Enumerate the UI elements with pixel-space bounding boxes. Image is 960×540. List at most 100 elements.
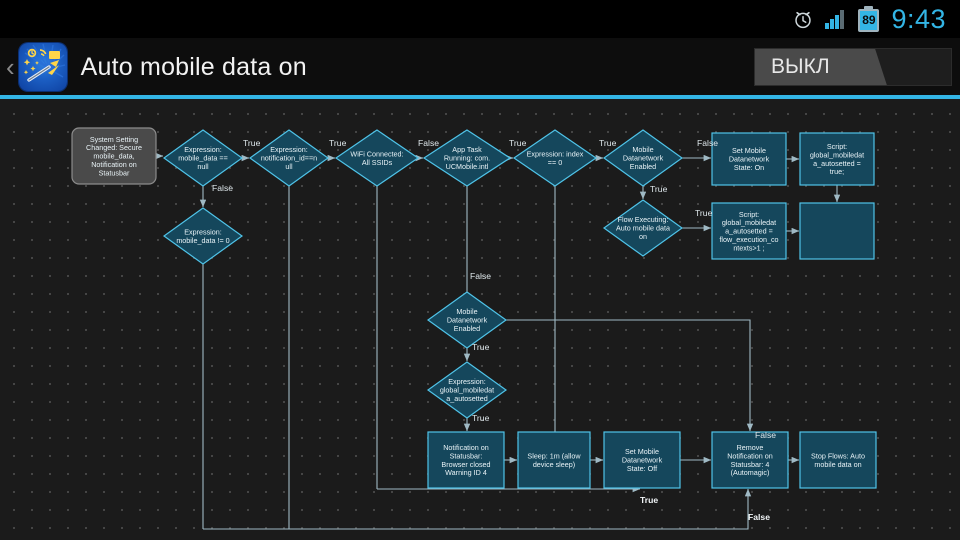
edge-label: False [748, 512, 770, 522]
node-shape[interactable] [711, 431, 789, 489]
node-label-line: global_mobiledat [810, 150, 864, 159]
node-shape[interactable] [799, 132, 875, 186]
node-label-line: Script: [739, 210, 759, 219]
node-shape[interactable] [162, 207, 244, 265]
node-label-line: Datanetwork [623, 154, 664, 163]
signal-bars-icon [824, 8, 848, 30]
node-shape[interactable] [602, 129, 684, 187]
node-label-line: mobile data on [814, 460, 861, 469]
node-label-line: mobile_data == [178, 154, 228, 163]
node-shape[interactable] [426, 361, 508, 419]
node-label-line: Browser closed [441, 460, 490, 469]
node-label-line: Expression: [448, 377, 486, 386]
node-shape[interactable] [334, 129, 420, 187]
flow-edge [506, 319, 754, 432]
node-label-line: Set Mobile [732, 146, 766, 155]
node-shape[interactable] [71, 127, 157, 185]
node-shape[interactable] [603, 431, 681, 489]
edge-label: False [470, 271, 491, 281]
node-shape[interactable] [427, 431, 505, 489]
node-label-line: flow_execution_co [719, 235, 778, 244]
node-label-line: a_autosetted = [725, 227, 773, 236]
node-label-line: Statusbar [99, 168, 130, 177]
accent-divider [0, 95, 960, 99]
node-label-line: Mobile [456, 307, 477, 316]
node-label-line: All SSIDs [362, 158, 393, 167]
node-label-line: a_autosetted [446, 394, 488, 403]
node-shape[interactable] [711, 132, 787, 186]
node-shape[interactable] [517, 431, 591, 489]
node-shape[interactable] [799, 202, 875, 260]
edge-label: True [472, 342, 490, 352]
flow-node-notif_id[interactable]: Expression:notification_id==null [248, 129, 330, 187]
edge-label: True [509, 138, 527, 148]
node-label-line: State: Off [627, 464, 657, 473]
node-shape[interactable] [426, 291, 508, 349]
node-label-line: ntexts>1 ; [733, 243, 764, 252]
node-label-line: App Task [452, 145, 482, 154]
node-label-line: Expression: [184, 145, 222, 154]
node-label-line: Datanetwork [447, 316, 488, 325]
node-label-line: == 0 [548, 158, 562, 167]
flow-enable-toggle[interactable]: ВЫКЛ [754, 48, 952, 86]
node-label-line: Statusbar: [450, 451, 483, 460]
alarm-clock-icon [792, 8, 814, 30]
node-label-line: Enabled [630, 162, 656, 171]
node-shape[interactable] [162, 129, 244, 187]
node-shape[interactable] [799, 431, 877, 489]
node-label-line: Notification on [727, 451, 773, 460]
node-label-line: Notification on [91, 160, 137, 169]
flow-node-expr_null[interactable]: Expression:mobile_data ==null [162, 129, 244, 187]
node-shape[interactable] [248, 129, 330, 187]
edge-label: True [243, 138, 261, 148]
edge-label: False [212, 183, 233, 193]
automagic-app-icon [18, 43, 67, 91]
flow-edges-plain [202, 186, 556, 530]
node-label-line: Mobile [632, 145, 653, 154]
flow-node-expr_index[interactable]: Expression: index== 0 [512, 129, 598, 187]
node-label-line: global_mobiledat [440, 386, 494, 395]
flow-node-empty_box[interactable] [799, 202, 875, 260]
node-label-line: (Automagic) [731, 468, 770, 477]
edge-label: False [418, 138, 439, 148]
node-label-line: ull [285, 162, 293, 171]
edge-label: True [650, 184, 668, 194]
node-label-line: Datanetwork [622, 456, 663, 465]
node-shape[interactable] [711, 202, 787, 260]
edge-label: True [599, 138, 617, 148]
status-clock: 9:43 [891, 3, 946, 34]
node-label-line: WiFi Connected: [350, 149, 403, 158]
node-label-line: Expression: index [527, 149, 584, 158]
node-label-line: Enabled [454, 324, 480, 333]
node-label-line: Changed: Secure [86, 143, 142, 152]
node-label-line: mobile_data, [93, 152, 134, 161]
node-shape[interactable] [602, 199, 684, 257]
node-shape[interactable] [512, 129, 598, 187]
node-label-line: Warning ID 4 [445, 468, 487, 477]
edge-label: False [755, 430, 776, 440]
node-label-line: mobile_data != 0 [176, 236, 229, 245]
back-chevron-icon[interactable]: ‹ [6, 52, 15, 82]
node-shape[interactable] [422, 129, 512, 187]
flow-node-expr_ne0[interactable]: Expression:mobile_data != 0 [162, 207, 244, 265]
node-label-line: Flow Executing: [618, 215, 669, 224]
node-label-line: Notification on [443, 443, 489, 452]
flow-node-wifi[interactable]: WiFi Connected:All SSIDs [334, 129, 420, 187]
